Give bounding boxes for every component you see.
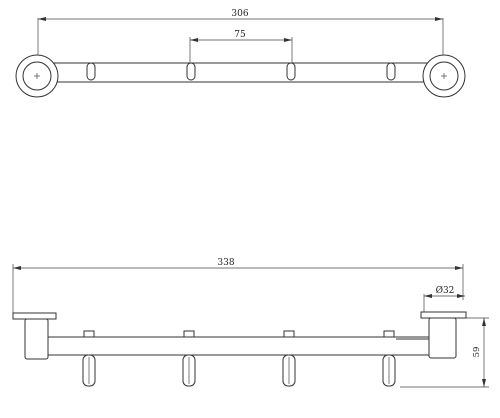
top-hook xyxy=(286,62,296,81)
top-hook xyxy=(186,62,196,81)
dimension-59: 59 xyxy=(400,317,489,388)
side-view: 338 Ø32 59 xyxy=(12,258,489,388)
top-right-flange xyxy=(422,54,466,98)
hook-cap xyxy=(183,330,195,338)
dimension-338-label: 338 xyxy=(217,258,234,268)
side-hook xyxy=(182,354,196,387)
dimension-75: 75 xyxy=(189,30,293,66)
side-hook xyxy=(382,354,396,387)
dimension-338: 338 xyxy=(12,258,464,318)
hook-cap xyxy=(383,330,395,338)
top-hook xyxy=(386,62,396,81)
hook-cap xyxy=(283,330,295,338)
side-right-mount xyxy=(420,311,467,359)
top-hook xyxy=(86,62,96,81)
dimension-75-label: 75 xyxy=(234,30,246,40)
top-bar xyxy=(50,62,432,83)
side-bar xyxy=(48,336,429,356)
hook-cap xyxy=(83,330,95,338)
side-hook xyxy=(282,354,296,387)
dimension-59-label: 59 xyxy=(472,347,482,358)
side-hooks xyxy=(82,354,396,387)
side-hook-caps xyxy=(83,330,395,338)
side-left-mount xyxy=(12,312,57,360)
top-left-flange xyxy=(15,54,59,98)
dimension-306-label: 306 xyxy=(231,9,248,19)
top-view: 306 75 xyxy=(15,9,466,98)
dimension-diameter: Ø32 xyxy=(423,285,465,314)
dimension-diameter-label: Ø32 xyxy=(436,285,455,296)
side-hook xyxy=(82,354,96,387)
top-hooks xyxy=(86,62,396,81)
